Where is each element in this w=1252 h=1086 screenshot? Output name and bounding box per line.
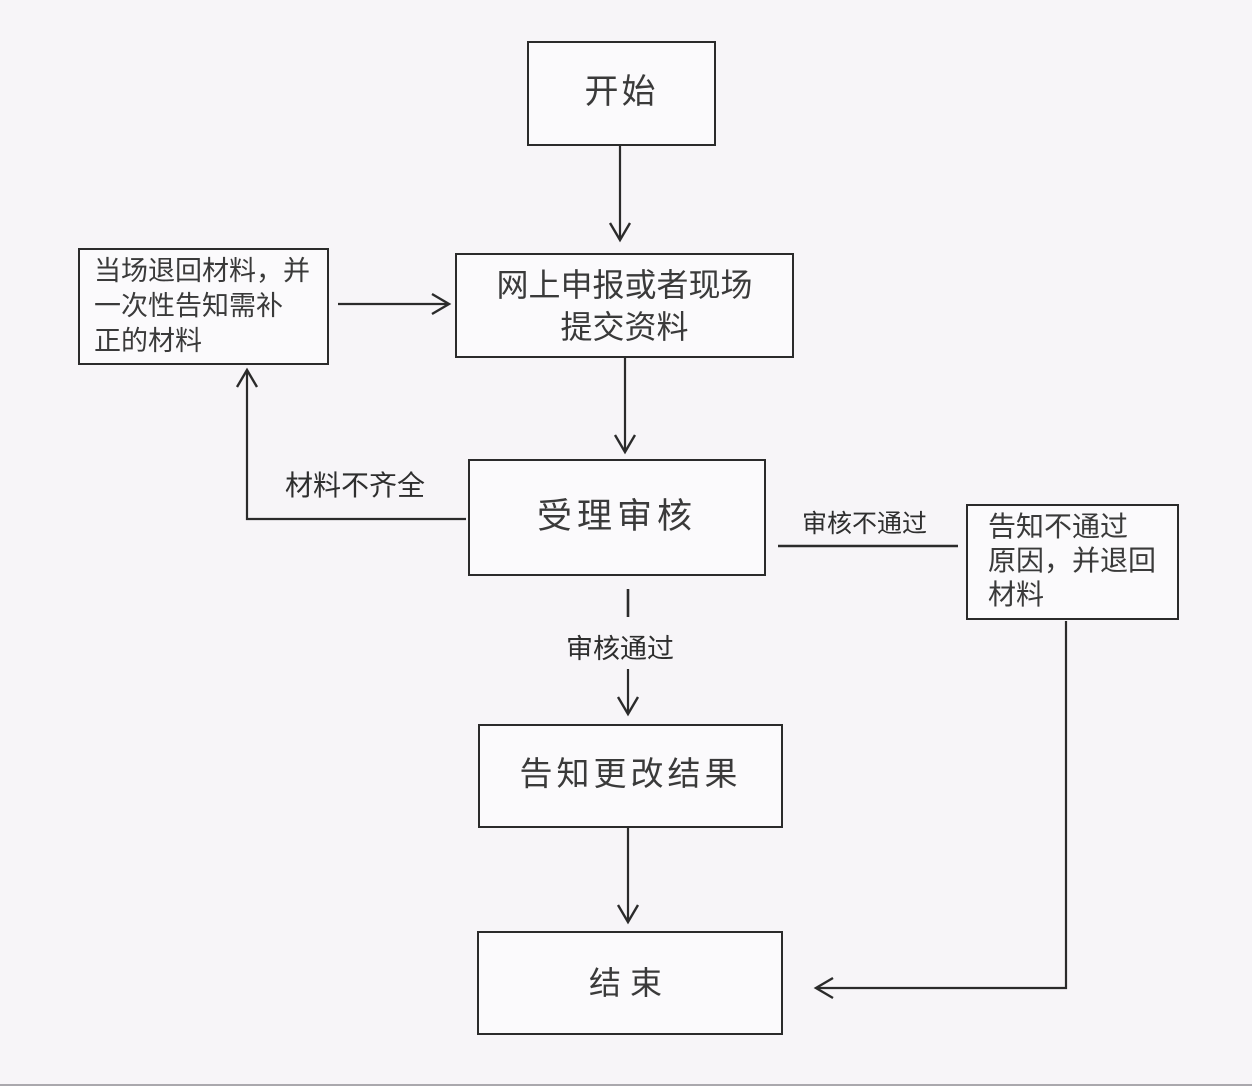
node-return-materials: 当场退回材料，并 一次性告知需补 正的材料 bbox=[78, 248, 329, 365]
node-notify-result: 告知更改结果 bbox=[478, 724, 783, 828]
node-return-materials-label: 当场退回材料，并 一次性告知需补 正的材料 bbox=[94, 256, 310, 356]
edge-label-review-fail: 审核不通过 bbox=[802, 511, 928, 538]
edge-label-materials-incomplete: 材料不齐全 bbox=[285, 471, 426, 502]
node-start: 开始 bbox=[527, 41, 716, 146]
node-submit-label: 网上申报或者现场 提交资料 bbox=[496, 266, 753, 345]
node-review-label: 受理审核 bbox=[536, 497, 697, 537]
node-notify-fail-label: 告知不通过 原因，并退回 材料 bbox=[988, 512, 1157, 611]
edge-label-review-pass: 审核通过 bbox=[566, 634, 674, 664]
node-notify-result-label: 告知更改结果 bbox=[519, 757, 742, 794]
node-end-label: 结束 bbox=[588, 964, 671, 1001]
node-review: 受理审核 bbox=[468, 459, 766, 576]
bottom-edge-line bbox=[0, 1084, 1252, 1086]
arrow-notify-fail-to-end bbox=[813, 621, 1068, 1000]
node-notify-fail: 告知不通过 原因，并退回 材料 bbox=[966, 504, 1179, 620]
node-submit: 网上申报或者现场 提交资料 bbox=[455, 253, 794, 358]
node-start-label: 开始 bbox=[584, 74, 659, 112]
node-end: 结束 bbox=[477, 931, 783, 1035]
